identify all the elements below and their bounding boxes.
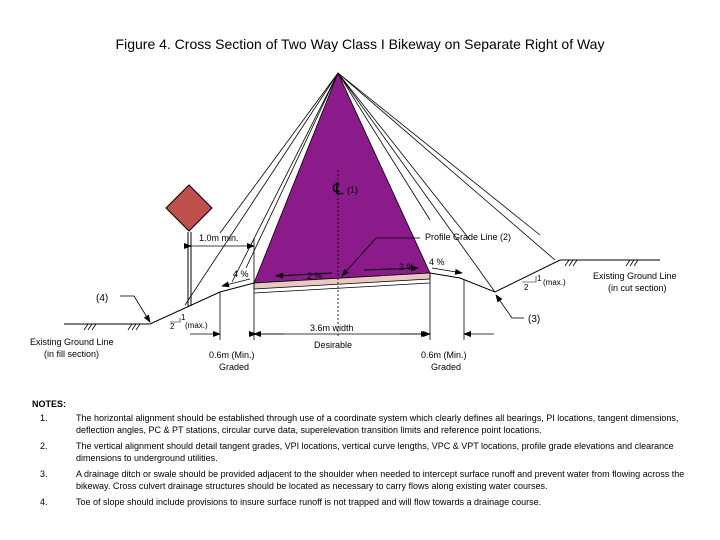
note-number: 3. xyxy=(40,469,48,479)
note-item: 3. A drainage ditch or swale should be p… xyxy=(32,468,702,492)
slope-ratio-right: 1 2 (max.) xyxy=(522,274,566,292)
note-number: 2. xyxy=(40,441,48,451)
note-text: The vertical alignment should detail tan… xyxy=(76,441,674,463)
callout-3: (3) xyxy=(495,294,540,325)
cross-section-diagram: ℄ (1) 1.0m min. 4 % 2 % 2 % 4 % xyxy=(30,71,677,372)
note-number: 4. xyxy=(40,497,48,507)
ground-left-sublabel: (in fill section) xyxy=(44,349,99,359)
pavement xyxy=(253,272,431,296)
width-dimension: 3.6m width Desirable xyxy=(249,286,431,350)
profile-grade-callout: Profile Grade Line (2) xyxy=(341,232,511,277)
note-item: 4. Toe of slope should include provision… xyxy=(32,496,702,508)
note-item: 2. The vertical alignment should detail … xyxy=(32,440,702,464)
note-text: Toe of slope should include provisions t… xyxy=(76,497,542,507)
svg-text:(max.): (max.) xyxy=(543,278,566,287)
svg-text:2: 2 xyxy=(170,322,175,331)
cross-slope-right-label: 2 % xyxy=(399,262,415,272)
note-text: The horizontal alignment should be estab… xyxy=(76,413,679,435)
graded-dimension-left: 0.6m (Min.) Graded xyxy=(190,292,284,372)
svg-text:2: 2 xyxy=(524,283,529,292)
svg-text:0.6m (Min.): 0.6m (Min.) xyxy=(209,350,255,360)
svg-text:(3): (3) xyxy=(528,314,540,325)
notes-section: NOTES: 1. The horizontal alignment shoul… xyxy=(32,398,702,512)
sign xyxy=(165,184,213,306)
slope-ratio-left: 1 2 (max.) xyxy=(170,313,208,331)
slope-arrows: 4 % 2 % 2 % 4 % xyxy=(221,257,463,288)
svg-text:0.6m (Min.): 0.6m (Min.) xyxy=(421,350,467,360)
figure-title: Figure 4. Cross Section of Two Way Class… xyxy=(115,36,605,52)
callout-4: (4) xyxy=(96,293,151,323)
slope-left-label: 4 % xyxy=(233,269,249,279)
centerline-label: (1) xyxy=(347,185,358,195)
svg-text:1: 1 xyxy=(537,274,542,283)
note-text: A drainage ditch or swale should be prov… xyxy=(76,469,685,491)
slope-right-label: 4 % xyxy=(429,257,445,267)
cross-slope-left-label: 2 % xyxy=(307,271,323,281)
svg-text:Graded: Graded xyxy=(431,362,461,372)
shoulder-dimension: 1.0m min. xyxy=(184,233,255,283)
profile-grade-label: Profile Grade Line (2) xyxy=(425,232,511,242)
svg-text:Graded: Graded xyxy=(219,362,249,372)
notes-heading: NOTES: xyxy=(32,399,67,409)
centerline-symbol: ℄ xyxy=(332,181,344,198)
ground-right-sublabel: (in cut section) xyxy=(608,283,667,293)
note-item: 1. The horizontal alignment should be es… xyxy=(32,412,702,436)
svg-text:1: 1 xyxy=(181,313,186,322)
ground-profile xyxy=(64,259,660,325)
svg-text:Desirable: Desirable xyxy=(314,340,352,350)
graded-dimension-right: 0.6m (Min.) Graded xyxy=(400,280,494,372)
sign-panel xyxy=(165,184,213,232)
ground-right-label: Existing Ground Line xyxy=(593,271,677,281)
svg-text:(max.): (max.) xyxy=(185,321,208,330)
svg-text:3.6m width: 3.6m width xyxy=(310,323,354,333)
note-number: 1. xyxy=(40,413,48,423)
ground-hatch xyxy=(83,259,639,331)
shoulder-label: 1.0m min. xyxy=(199,233,239,243)
svg-text:(4): (4) xyxy=(96,293,108,304)
ground-left-label: Existing Ground Line xyxy=(30,337,114,347)
